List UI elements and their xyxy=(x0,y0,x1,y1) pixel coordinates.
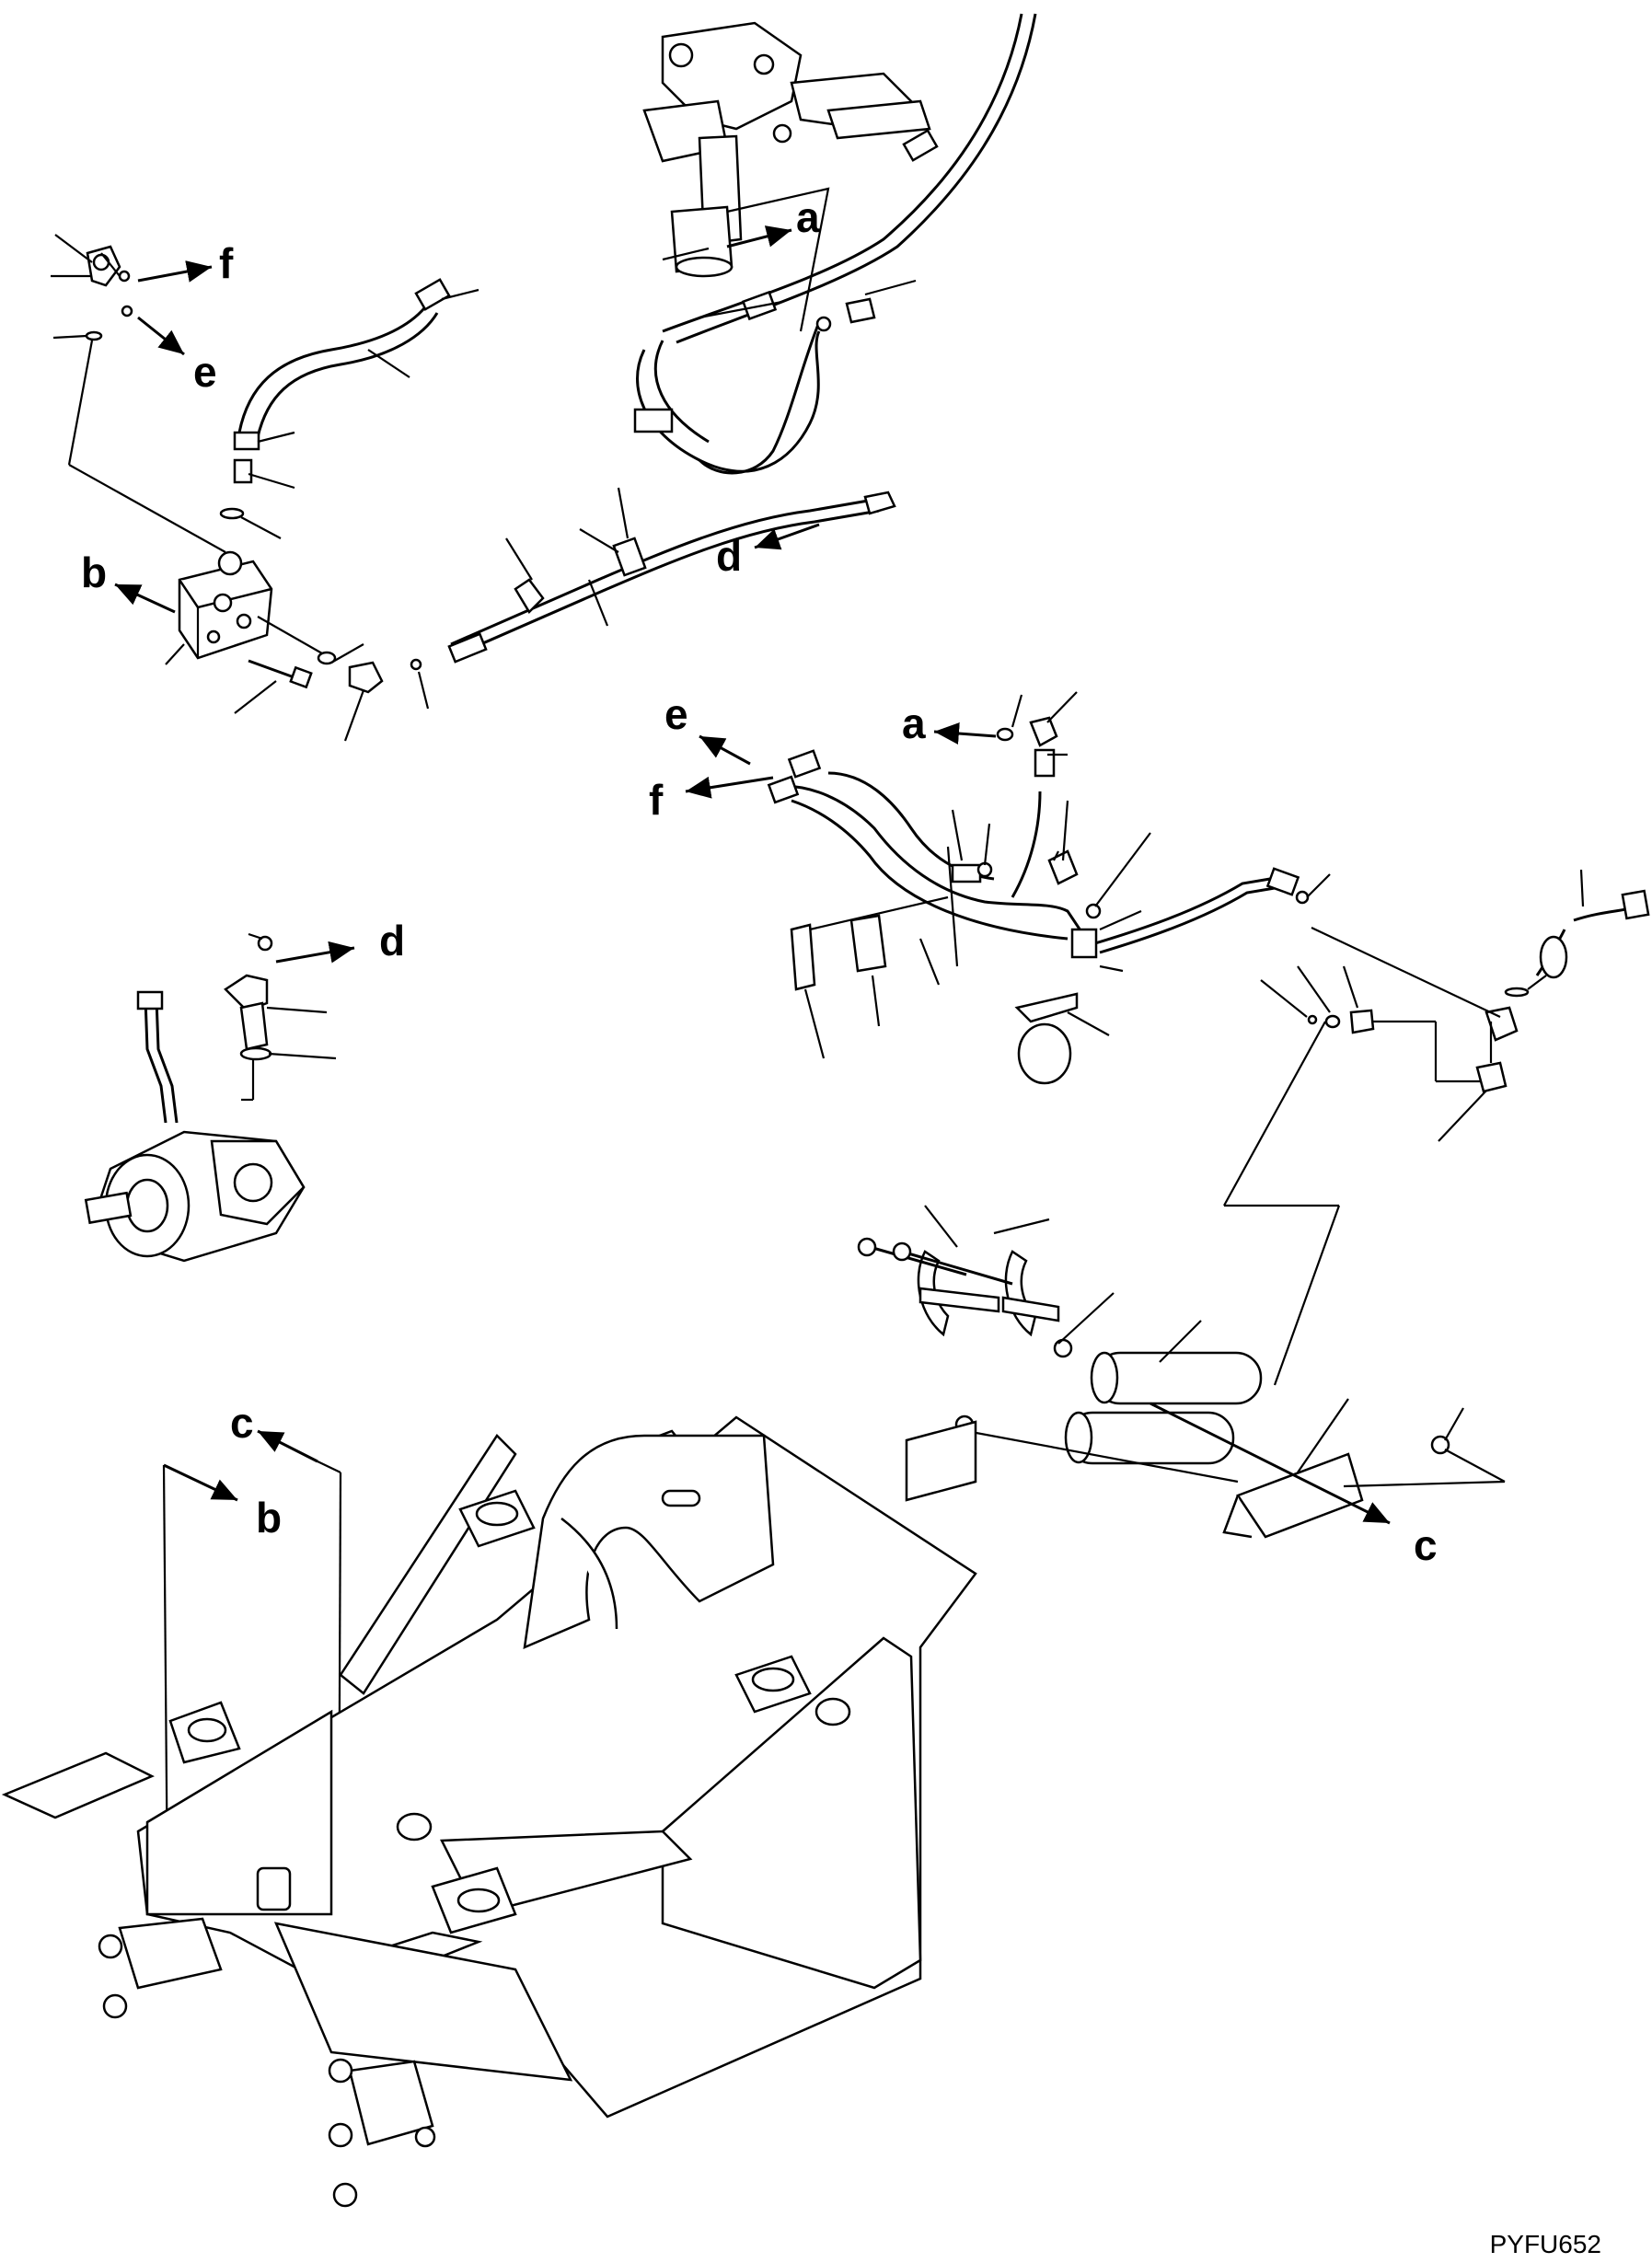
arrow-e-mid: e xyxy=(664,690,751,766)
pedal-hoses xyxy=(633,13,1037,475)
label-e-top: e xyxy=(193,348,217,396)
machine-frame xyxy=(1,1415,977,2208)
label-f-top: f xyxy=(219,239,234,287)
mid-clamps-and-brackets xyxy=(790,800,1331,1085)
label-d-top: d xyxy=(716,532,742,580)
arrow-f-top: f xyxy=(137,239,234,287)
label-b-left: b xyxy=(81,548,107,596)
label-c-frame: c xyxy=(230,1399,254,1447)
manifold-bolt xyxy=(234,659,313,714)
arrow-a-top: a xyxy=(726,193,820,248)
right-fittings xyxy=(1223,869,1650,1386)
label-a-mid: a xyxy=(902,699,926,747)
pump-fitting xyxy=(224,932,337,1102)
label-e-mid: e xyxy=(664,690,688,738)
label-d-pump: d xyxy=(379,917,405,964)
label-c-acc: c xyxy=(1414,1521,1438,1569)
mid-hose-bundle xyxy=(767,748,1310,959)
label-b-frame: b xyxy=(256,1494,282,1541)
arrow-f-mid: f xyxy=(649,776,774,824)
pedal-leader-lines xyxy=(662,187,917,332)
label-a-top: a xyxy=(796,193,820,241)
arrow-d-top: d xyxy=(716,523,820,580)
drawing-code: PYFU652 xyxy=(1490,2230,1601,2258)
block-to-hose-connection xyxy=(257,616,430,742)
return-hose-top-left xyxy=(219,278,479,539)
elbow-fitting-top-left xyxy=(51,234,133,466)
arrow-a-mid: a xyxy=(902,699,997,747)
pedal-valve-assembly xyxy=(642,21,931,278)
main-hose-to-d xyxy=(447,487,896,664)
mid-fitting-to-a xyxy=(996,691,1078,756)
label-f-mid: f xyxy=(649,776,664,824)
manifold-block xyxy=(68,464,273,665)
arrow-e-top: e xyxy=(137,316,217,396)
arrow-c-acc: c xyxy=(1149,1402,1438,1569)
arrow-b-left: b xyxy=(81,548,176,614)
accumulator-bracket-set xyxy=(857,1205,1506,1539)
arrow-d-pump: d xyxy=(275,917,405,964)
hydraulic-pump xyxy=(84,990,306,1263)
